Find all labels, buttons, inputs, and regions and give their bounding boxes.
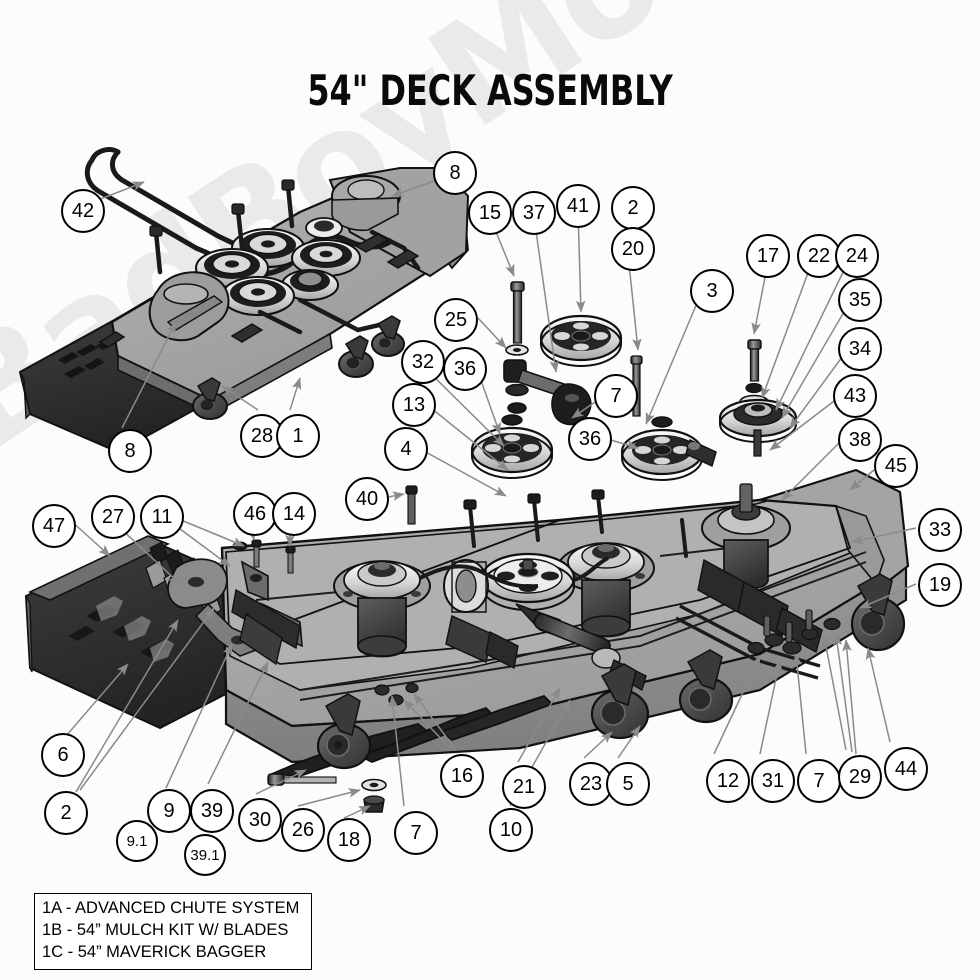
callout-23[interactable]: 23 — [569, 762, 613, 806]
callout-33[interactable]: 33 — [918, 508, 962, 552]
lower-spindle-left — [333, 560, 431, 658]
legend-line-1b: 1B - 54” MULCH KIT W/ BLADES — [42, 920, 289, 939]
callout-38[interactable]: 38 — [838, 418, 882, 462]
callout-36[interactable]: 36 — [568, 417, 612, 461]
bolt-40 — [405, 485, 418, 525]
callout-31[interactable]: 31 — [751, 759, 795, 803]
callout-12[interactable]: 12 — [706, 759, 750, 803]
callout-39-1[interactable]: 39.1 — [184, 834, 226, 876]
callout-3[interactable]: 3 — [690, 269, 734, 313]
callout-39[interactable]: 39 — [190, 789, 234, 833]
lower-wheel-left — [316, 722, 372, 770]
callout-29[interactable]: 29 — [838, 755, 882, 799]
callout-43[interactable]: 43 — [833, 374, 877, 418]
callout-26[interactable]: 26 — [281, 808, 325, 852]
lower-drive-shaft — [515, 603, 647, 692]
callout-21[interactable]: 21 — [502, 765, 546, 809]
callout-8[interactable]: 8 — [108, 429, 152, 473]
upper-rear-pulley — [305, 217, 343, 239]
legend-line-1a: 1A - ADVANCED CHUTE SYSTEM — [42, 899, 300, 917]
upper-pulley-c — [291, 239, 361, 277]
callout-47[interactable]: 47 — [32, 504, 76, 548]
callout-13[interactable]: 13 — [392, 383, 436, 427]
callout-1[interactable]: 1 — [276, 414, 320, 458]
callout-36[interactable]: 36 — [443, 347, 487, 391]
idler-pulley-36-left — [470, 426, 554, 479]
callout-30[interactable]: 30 — [238, 798, 282, 842]
callout-9[interactable]: 9 — [147, 789, 191, 833]
callout-7[interactable]: 7 — [594, 374, 638, 418]
callout-41[interactable]: 41 — [556, 184, 600, 228]
callout-7[interactable]: 7 — [797, 759, 841, 803]
callout-24[interactable]: 24 — [835, 234, 879, 278]
callout-14[interactable]: 14 — [272, 492, 316, 536]
callout-6[interactable]: 6 — [41, 733, 85, 777]
leader-lines — [65, 179, 917, 819]
exploded-hardware-middle — [470, 281, 798, 481]
callout-46[interactable]: 46 — [233, 492, 277, 536]
page-title: 54" DECK ASSEMBLY — [307, 66, 673, 115]
callout-4[interactable]: 4 — [384, 427, 428, 471]
bolt-15 — [510, 281, 525, 344]
callout-27[interactable]: 27 — [91, 495, 135, 539]
callout-16[interactable]: 16 — [440, 754, 484, 798]
legend-line-1c: 1C - 54” MAVERICK BAGGER — [42, 942, 267, 961]
callout-40[interactable]: 40 — [345, 477, 389, 521]
nut-26 — [363, 795, 385, 813]
upper-pulley-e — [221, 276, 295, 316]
callout-8[interactable]: 8 — [433, 151, 477, 195]
callout-42[interactable]: 42 — [61, 189, 105, 233]
callout-5[interactable]: 5 — [606, 762, 650, 806]
lower-spindle-far-right — [701, 483, 791, 590]
callout-32[interactable]: 32 — [401, 340, 445, 384]
upper-rear-housing — [331, 175, 401, 232]
callout-7[interactable]: 7 — [394, 811, 438, 855]
callout-19[interactable]: 19 — [918, 563, 962, 607]
callout-11[interactable]: 11 — [140, 495, 184, 539]
callout-45[interactable]: 45 — [874, 444, 918, 488]
callout-35[interactable]: 35 — [838, 278, 882, 322]
callout-10[interactable]: 10 — [489, 808, 533, 852]
upper-wheel-mid — [338, 350, 374, 378]
callout-34[interactable]: 34 — [838, 327, 882, 371]
callout-20[interactable]: 20 — [611, 227, 655, 271]
callout-18[interactable]: 18 — [327, 818, 371, 862]
upper-wheel-front — [192, 392, 228, 420]
callout-15[interactable]: 15 — [468, 191, 512, 235]
lower-wheel-right — [678, 676, 734, 724]
callout-2[interactable]: 2 — [611, 186, 655, 230]
hardware-stack-right — [718, 339, 798, 457]
callout-44[interactable]: 44 — [884, 747, 928, 791]
callout-25[interactable]: 25 — [434, 298, 478, 342]
lower-tensioner-disc — [443, 559, 489, 613]
callout-9-1[interactable]: 9.1 — [116, 820, 158, 862]
legend-box: 1A - ADVANCED CHUTE SYSTEM 1B - 54” MULC… — [34, 893, 312, 970]
left-linkage-cluster — [167, 558, 303, 666]
callout-17[interactable]: 17 — [746, 234, 790, 278]
arm-bracket-7 — [685, 438, 717, 468]
upper-deck-assembly — [18, 147, 470, 454]
callout-2[interactable]: 2 — [44, 791, 88, 835]
idler-pulley-41 — [539, 314, 623, 367]
callout-37[interactable]: 37 — [512, 191, 556, 235]
